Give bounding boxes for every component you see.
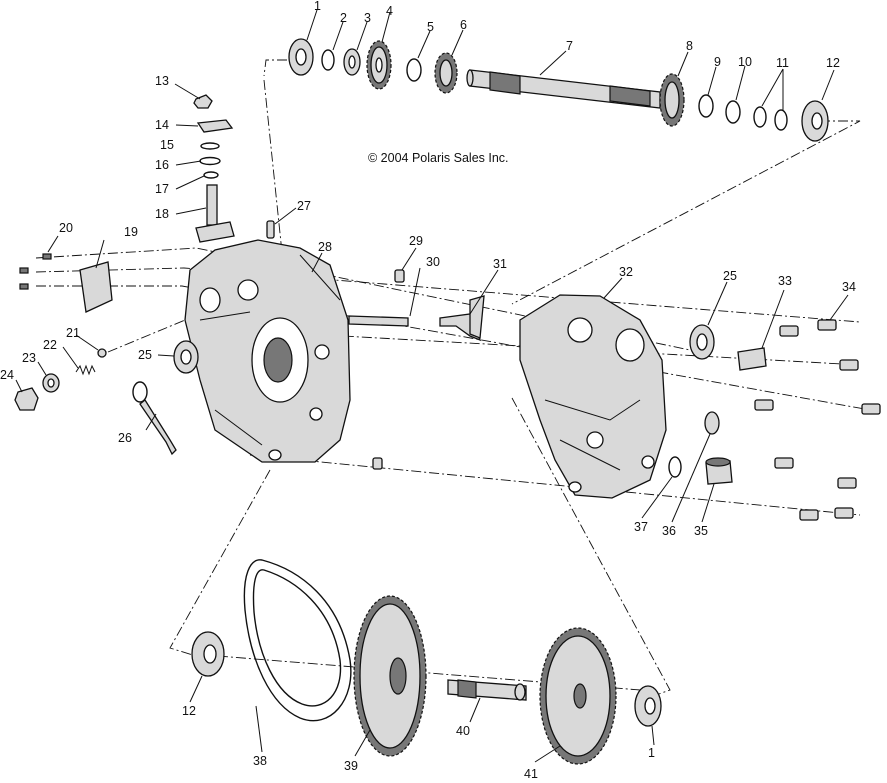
label-25-left: 25	[138, 348, 152, 362]
label-34: 34	[842, 280, 856, 294]
label-1-top: 1	[314, 0, 321, 13]
gear-6	[434, 52, 458, 94]
shift-shaft-18	[195, 184, 235, 243]
label-25-right: 25	[723, 269, 737, 283]
label-30: 30	[426, 255, 440, 269]
left-case-half	[184, 239, 351, 463]
label-33: 33	[778, 274, 792, 288]
dowel-27	[266, 220, 275, 239]
label-7: 7	[566, 39, 573, 53]
label-36: 36	[662, 524, 676, 538]
label-22: 22	[43, 338, 57, 352]
callout-labels: 1 2 3 4 5 6 7 8 9 10 11 12 13 14 15 16 1…	[0, 0, 856, 781]
seal-36	[704, 411, 720, 435]
label-8: 8	[686, 39, 693, 53]
label-1-bottom: 1	[648, 746, 655, 760]
label-28: 28	[318, 240, 332, 254]
mainshaft-7	[466, 69, 661, 109]
label-2: 2	[340, 11, 347, 25]
label-13: 13	[155, 74, 169, 88]
bushing-35	[705, 457, 733, 485]
spring-22	[75, 364, 96, 376]
gear-4	[366, 40, 392, 90]
washer-23	[42, 373, 60, 393]
label-40: 40	[456, 724, 470, 738]
bracket-14	[196, 119, 234, 133]
plug-24	[14, 387, 39, 411]
label-12-top: 12	[826, 56, 840, 70]
label-29: 29	[409, 234, 423, 248]
washer-3	[343, 48, 361, 76]
copyright-notice: © 2004 Polaris Sales Inc.	[368, 151, 509, 165]
washers-15-16	[199, 142, 221, 166]
dipstick-26	[132, 381, 177, 456]
label-11: 11	[776, 56, 789, 70]
label-32: 32	[619, 265, 633, 279]
label-6: 6	[460, 18, 467, 32]
label-24: 24	[0, 368, 14, 382]
label-39: 39	[344, 759, 358, 773]
label-20: 20	[59, 221, 73, 235]
ring-9	[698, 94, 714, 118]
ring-37	[668, 456, 682, 478]
label-5: 5	[427, 20, 434, 34]
label-35: 35	[694, 524, 708, 538]
right-case-half	[519, 294, 667, 499]
ball-21	[97, 348, 107, 358]
label-9: 9	[714, 55, 721, 69]
shaft-40	[447, 679, 527, 701]
washer-17	[203, 171, 219, 179]
chain-38	[243, 559, 352, 722]
fork-31	[439, 295, 485, 342]
label-38: 38	[253, 754, 267, 768]
label-21: 21	[66, 326, 80, 340]
label-27: 27	[297, 199, 311, 213]
sprocket-39	[353, 595, 427, 757]
ring-5	[406, 58, 422, 82]
rings-11	[753, 106, 788, 131]
dowels-29	[372, 269, 405, 470]
ring-2	[321, 49, 335, 71]
bearing-1-bottom	[634, 685, 662, 727]
label-41: 41	[524, 767, 538, 781]
label-26: 26	[118, 431, 132, 445]
bearing-1-top	[288, 38, 314, 76]
decal-33	[737, 347, 767, 371]
label-14: 14	[155, 118, 169, 132]
gear-8	[659, 73, 685, 127]
sprocket-41	[539, 627, 617, 765]
label-31: 31	[493, 257, 507, 271]
seal-25-right	[689, 324, 715, 360]
label-4: 4	[386, 4, 393, 18]
screws-20	[19, 253, 52, 290]
label-15: 15	[160, 138, 174, 152]
bearing-12-top	[801, 100, 829, 142]
label-12-bottom: 12	[182, 704, 196, 718]
ring-10	[725, 100, 741, 124]
cover-19	[79, 261, 113, 313]
seal-25-left	[173, 340, 199, 374]
leader-lines	[15, 9, 849, 763]
bearing-12-bottom	[191, 631, 225, 677]
label-18: 18	[155, 207, 169, 221]
label-16: 16	[155, 158, 169, 172]
label-37: 37	[634, 520, 648, 534]
label-17: 17	[155, 182, 169, 196]
label-3: 3	[364, 11, 371, 25]
shaft-30	[348, 315, 409, 327]
label-10: 10	[738, 55, 752, 69]
bolts-34	[754, 319, 881, 521]
label-23: 23	[22, 351, 36, 365]
label-19: 19	[124, 225, 138, 239]
